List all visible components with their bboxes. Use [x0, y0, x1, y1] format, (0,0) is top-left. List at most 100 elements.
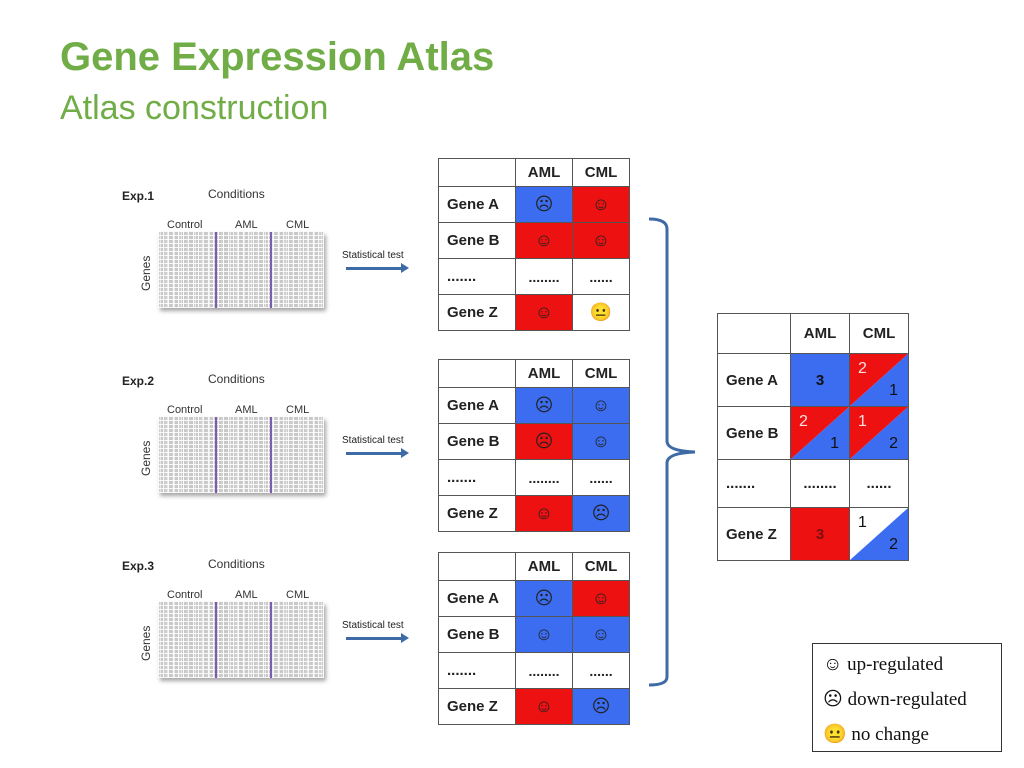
gene-name: Gene A	[438, 186, 516, 223]
expression-cell: ......	[572, 258, 630, 295]
legend-row-neutral: 😐 no change	[823, 722, 929, 746]
gene-name: Gene B	[717, 406, 791, 460]
expression-cell: ☺	[572, 423, 630, 460]
condition-separator	[215, 602, 217, 678]
table-corner	[717, 313, 791, 354]
expression-cell: ........	[515, 459, 573, 496]
split-triangles	[791, 407, 849, 459]
summary-cell-cml: ......	[849, 459, 909, 508]
expression-heatmap	[158, 602, 324, 678]
column-label-cml: CML	[286, 589, 310, 601]
table-header: CML	[849, 313, 909, 354]
gene-name: .......	[438, 459, 516, 496]
gene-name: Gene Z	[438, 688, 516, 725]
expression-cell: ☺	[572, 616, 630, 653]
genes-label: Genes	[139, 255, 153, 291]
table-row: Gene B☹☺	[438, 423, 630, 460]
column-label-aml: AML	[235, 404, 258, 416]
arrow-icon	[346, 633, 409, 643]
gene-name: .......	[438, 258, 516, 295]
table-corner	[438, 158, 516, 187]
smile-icon: ☺	[823, 654, 843, 675]
table-row: .....................	[717, 459, 909, 508]
column-label-aml: AML	[235, 589, 258, 601]
gene-name: Gene B	[438, 616, 516, 653]
table-corner	[438, 359, 516, 388]
condition-separator	[270, 417, 272, 493]
arrow-icon	[346, 263, 409, 273]
gene-name: Gene A	[438, 580, 516, 617]
legend-row-up: ☺ up-regulated	[823, 654, 943, 676]
genes-label: Genes	[139, 440, 153, 476]
table-row: .....................	[438, 652, 630, 689]
table-header: AML	[515, 359, 573, 388]
expression-cell: ☺	[515, 616, 573, 653]
lower-count: 2	[889, 536, 898, 553]
expression-cell: ........	[515, 652, 573, 689]
column-label-control: Control	[167, 589, 203, 601]
condition-separator	[270, 232, 272, 308]
table-row: .....................	[438, 459, 630, 496]
legend-label-down: down-regulated	[847, 689, 967, 710]
expression-cell: ☺	[515, 222, 573, 259]
expression-cell: ☺	[515, 495, 573, 532]
conditions-label: Conditions	[208, 372, 265, 386]
statistical-test-label: Statistical test	[342, 250, 404, 261]
experiment-label: Exp.2	[122, 374, 155, 388]
gene-name: Gene B	[438, 423, 516, 460]
gene-name: Gene A	[717, 353, 791, 407]
expression-cell: ☹	[572, 688, 630, 725]
summary-cell-aml: ........	[790, 459, 850, 508]
expression-heatmap	[158, 417, 324, 493]
expression-cell: ☹	[515, 387, 573, 424]
column-label-cml: CML	[286, 219, 310, 231]
merge-bracket	[648, 217, 696, 687]
condition-separator	[270, 602, 272, 678]
experiment-label: Exp.1	[122, 189, 155, 203]
expression-cell: ☹	[515, 186, 573, 223]
expression-cell: ......	[572, 652, 630, 689]
table-header: AML	[515, 552, 573, 581]
table-row: Gene A☹☺	[438, 186, 630, 223]
upper-count: 2	[858, 360, 867, 377]
lower-count: 1	[830, 435, 839, 452]
expression-cell: ☹	[515, 423, 573, 460]
expression-cell: ☺	[515, 688, 573, 725]
table-row: Gene B☺☺	[438, 616, 630, 653]
table-row: Gene Z☺☹	[438, 495, 630, 532]
condition-separator	[215, 417, 217, 493]
gene-name: .......	[438, 652, 516, 689]
page-subtitle: Atlas construction	[60, 89, 329, 127]
column-label-control: Control	[167, 219, 203, 231]
upper-count: 2	[799, 413, 808, 430]
column-label-aml: AML	[235, 219, 258, 231]
expression-cell: ☺	[515, 294, 573, 331]
page-title: Gene Expression Atlas	[60, 35, 495, 79]
legend: ☺ up-regulated ☹ down-regulated 😐 no cha…	[812, 643, 1002, 752]
table-header: AML	[515, 158, 573, 187]
table-header: AML	[790, 313, 850, 354]
experiment-label: Exp.3	[122, 559, 155, 573]
genes-label: Genes	[139, 625, 153, 661]
expression-cell: 😐	[572, 294, 630, 331]
upper-count: 1	[858, 514, 867, 531]
statistical-test-label: Statistical test	[342, 620, 404, 631]
legend-row-down: ☹ down-regulated	[823, 688, 967, 711]
gene-name: Gene Z	[717, 507, 791, 561]
gene-name: Gene B	[438, 222, 516, 259]
lower-triangle	[850, 508, 908, 560]
gene-name: Gene Z	[438, 294, 516, 331]
frown-icon: ☹	[823, 689, 843, 710]
conditions-label: Conditions	[208, 187, 265, 201]
expression-cell: ......	[572, 459, 630, 496]
lower-triangle	[850, 354, 908, 406]
lower-triangle	[850, 407, 908, 459]
